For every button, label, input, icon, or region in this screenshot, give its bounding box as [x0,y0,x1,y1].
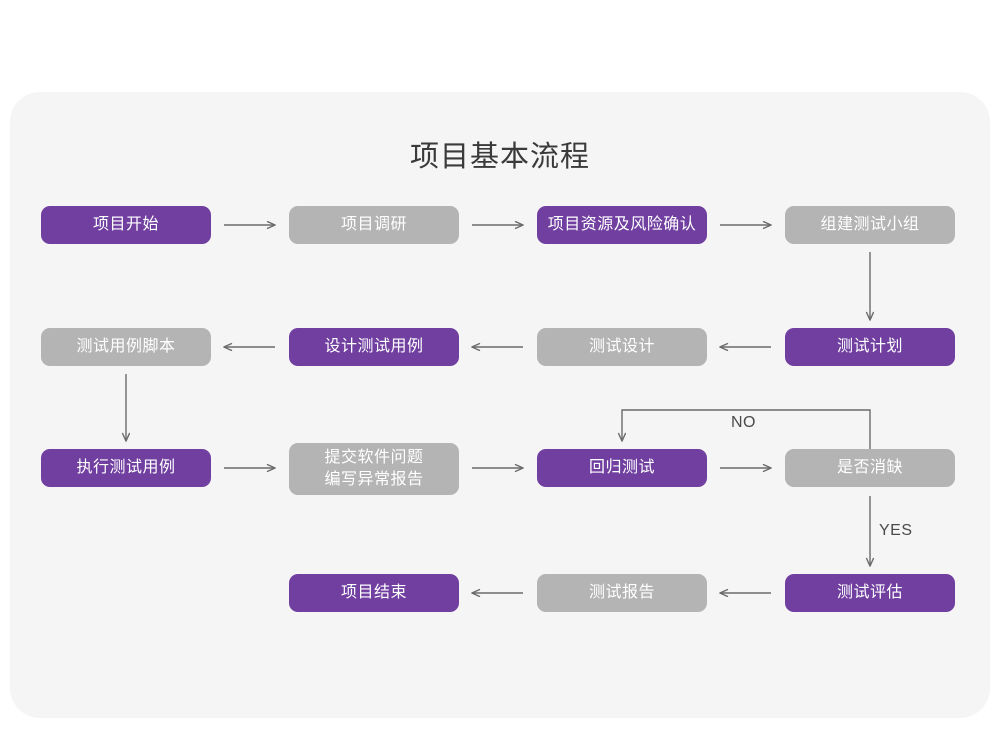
node-test-case-script[interactable]: 测试用例脚本 [41,328,211,366]
node-submit-defect-report[interactable]: 提交软件问题 编写异常报告 [289,443,459,495]
edge-label-yes: YES [879,522,913,539]
node-test-plan[interactable]: 测试计划 [785,328,955,366]
node-design-test-case[interactable]: 设计测试用例 [289,328,459,366]
node-execute-test-case[interactable]: 执行测试用例 [41,449,211,487]
node-form-test-team[interactable]: 组建测试小组 [785,206,955,244]
edge-label-no: NO [731,414,756,431]
content-card [10,92,990,718]
page-title: 项目基本流程 [409,141,590,173]
node-test-design[interactable]: 测试设计 [537,328,707,366]
node-project-start[interactable]: 项目开始 [41,206,211,244]
node-test-evaluation[interactable]: 测试评估 [785,574,955,612]
node-defect-resolved-decision[interactable]: 是否消缺 [785,449,955,487]
node-resource-risk-confirm[interactable]: 项目资源及风险确认 [537,206,707,244]
node-regression-test[interactable]: 回归测试 [537,449,707,487]
node-test-report[interactable]: 测试报告 [537,574,707,612]
node-project-research[interactable]: 项目调研 [289,206,459,244]
node-project-end[interactable]: 项目结束 [289,574,459,612]
